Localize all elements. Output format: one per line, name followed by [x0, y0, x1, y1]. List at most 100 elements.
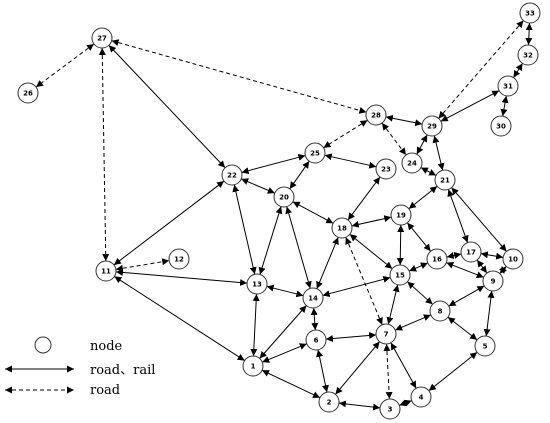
node-5: 5	[474, 335, 496, 357]
node-circle	[304, 142, 326, 164]
edge-18-15	[349, 233, 393, 270]
edge-15-7	[386, 284, 400, 325]
edge-11-12	[115, 258, 170, 272]
edge-33-29	[438, 20, 524, 119]
node-label: 33	[525, 10, 535, 18]
node-label: 4	[419, 394, 424, 402]
edge-2-3	[338, 400, 381, 411]
node-9: 9	[482, 270, 504, 292]
node-17: 17	[460, 241, 482, 263]
node-24: 24	[401, 152, 423, 174]
node-label: 28	[371, 112, 381, 120]
node-circle	[502, 248, 524, 270]
legend-node-label: node	[90, 339, 123, 354]
node-1: 1	[242, 355, 264, 377]
edge-22-25	[241, 153, 306, 175]
edge-21-10	[451, 187, 507, 252]
node-label: 2	[327, 399, 332, 407]
edge-20-13	[258, 206, 283, 275]
edge-28-24	[381, 122, 407, 156]
node-7: 7	[375, 323, 397, 345]
edge-9-8	[448, 285, 485, 307]
node-circle	[410, 386, 432, 408]
node-20: 20	[273, 186, 295, 208]
node-label: 8	[438, 308, 443, 316]
legend-road-rail-label: road、rail	[90, 363, 155, 378]
edge-7-2	[335, 341, 380, 395]
node-label: 9	[491, 278, 496, 286]
node-14: 14	[302, 287, 324, 309]
edge-7-3	[383, 343, 393, 400]
node-label: 17	[466, 249, 476, 257]
node-circle	[273, 186, 295, 208]
node-circle	[365, 104, 387, 126]
node-circle	[91, 27, 113, 49]
edge-4-5	[428, 351, 478, 392]
node-label: 22	[227, 172, 237, 180]
edge-18-7	[345, 237, 383, 325]
node-circle	[302, 287, 324, 309]
node-label: 10	[508, 256, 518, 264]
node-6: 6	[305, 329, 327, 351]
legend-road-label: road	[90, 383, 120, 398]
edge-6-2	[316, 349, 329, 393]
node-label: 5	[483, 343, 488, 351]
edge-17-10	[480, 251, 504, 260]
node-25: 25	[304, 142, 326, 164]
node-circle	[429, 300, 451, 322]
edge-16-17	[446, 251, 462, 259]
node-33: 33	[519, 2, 541, 24]
node-circle	[242, 355, 264, 377]
edge-9-5	[483, 290, 495, 337]
edge-18-14	[316, 237, 339, 289]
node-circle	[95, 260, 117, 282]
node-circle	[426, 248, 448, 270]
node-circle	[434, 169, 456, 191]
node-label: 11	[101, 268, 111, 276]
node-28: 28	[365, 104, 387, 126]
edge-15-8	[407, 281, 433, 305]
edge-31-30	[500, 95, 509, 117]
node-label: 12	[174, 256, 184, 264]
node-circle	[401, 152, 423, 174]
node-circle	[331, 217, 353, 239]
edge-27-26	[35, 43, 95, 88]
node-27: 27	[91, 27, 113, 49]
node-circle	[482, 270, 504, 292]
node-label: 31	[503, 83, 513, 91]
node-circle	[318, 391, 340, 413]
node-circle	[421, 115, 443, 137]
node-30: 30	[490, 115, 512, 137]
node-circle	[305, 329, 327, 351]
nodes-group: 1234567891011121314151617181920212223242…	[17, 2, 541, 420]
node-circle	[474, 335, 496, 357]
node-label: 7	[384, 331, 389, 339]
node-label: 14	[308, 295, 318, 303]
edge-13-1	[250, 293, 260, 357]
node-label: 24	[407, 160, 417, 168]
node-label: 13	[252, 281, 262, 289]
node-circle	[389, 264, 411, 286]
edge-8-5	[447, 316, 478, 341]
node-11: 11	[95, 260, 117, 282]
node-label: 3	[388, 406, 393, 414]
node-label: 20	[279, 194, 289, 202]
node-13: 13	[246, 273, 268, 295]
node-circle	[490, 115, 512, 137]
edge-6-7	[325, 331, 377, 343]
node-circle	[375, 323, 397, 345]
edge-18-19	[351, 215, 392, 228]
node-circle	[517, 44, 539, 66]
node-8: 8	[429, 300, 451, 322]
legend-node-icon	[34, 336, 52, 354]
edge-6-1	[262, 343, 307, 363]
node-label: 29	[427, 123, 437, 131]
node-2: 2	[318, 391, 340, 413]
node-32: 32	[517, 44, 539, 66]
edge-23-18	[347, 176, 381, 221]
edge-27-22	[108, 44, 226, 169]
node-label: 23	[381, 166, 391, 174]
node-circle	[168, 248, 190, 270]
node-label: 19	[396, 212, 406, 220]
node-label: 15	[395, 272, 405, 280]
